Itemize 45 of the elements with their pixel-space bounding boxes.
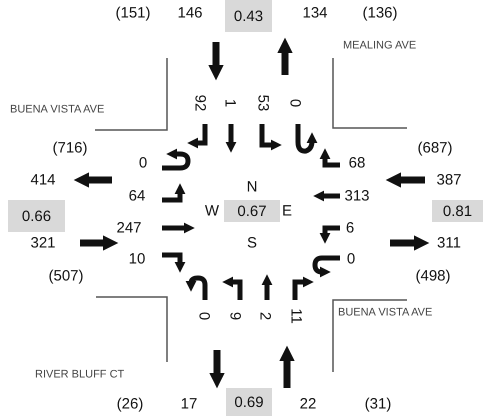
volume-label: (26) — [116, 396, 144, 412]
volume-label: (507) — [48, 268, 84, 284]
volume-label: 414 — [30, 172, 56, 188]
turn-volume: 0 — [196, 312, 212, 320]
volume-label: (716) — [52, 140, 88, 156]
volume-label: (151) — [115, 6, 151, 20]
volume-label: 311 — [437, 236, 461, 250]
turn-volume: 0 — [288, 98, 302, 108]
volume-label: (498) — [415, 268, 451, 284]
volume-label: 10 — [128, 252, 146, 266]
street-name: BUENA VISTA AVE — [338, 308, 432, 318]
street-name: RIVER BLUFF CT — [35, 370, 124, 380]
volume-label: 6 — [346, 220, 354, 236]
value-box: 0.66 — [8, 200, 65, 232]
volume-label: 321 — [30, 236, 56, 250]
volume-label: N — [246, 180, 258, 194]
turn-volume: 2 — [258, 312, 272, 320]
volume-label: 68 — [348, 156, 366, 170]
street-name: BUENA VISTA AVE — [10, 104, 104, 116]
volume-label: 387 — [436, 172, 462, 188]
turn-volume: 11 — [288, 308, 304, 324]
volume-label: (31) — [364, 396, 392, 412]
volume-label: (136) — [362, 6, 398, 20]
volume-label: 0 — [346, 252, 356, 266]
value-box: 0.43 — [225, 0, 272, 32]
volume-label: 146 — [177, 6, 203, 20]
volume-label: S — [247, 236, 257, 250]
turn-volume: 9 — [228, 312, 242, 320]
turn-volume: 1 — [222, 98, 238, 108]
volume-label: E — [282, 204, 292, 218]
volume-label: 134 — [302, 6, 328, 20]
volume-label: (687) — [417, 140, 453, 156]
volume-label: 247 — [116, 220, 142, 236]
volume-label: 0 — [138, 156, 148, 170]
value-box: 0.69 — [226, 388, 272, 416]
value-box: 0.81 — [432, 200, 483, 222]
value-box: 0.67 — [224, 200, 280, 222]
volume-label: 22 — [300, 396, 316, 412]
street-name: MEALING AVE — [343, 40, 416, 52]
volume-label: W — [204, 204, 220, 218]
volume-label: 313 — [344, 188, 370, 204]
volume-label: 64 — [128, 188, 146, 204]
turn-volume: 53 — [256, 94, 270, 112]
turn-volume: 92 — [192, 94, 208, 112]
volume-label: 17 — [180, 396, 198, 412]
